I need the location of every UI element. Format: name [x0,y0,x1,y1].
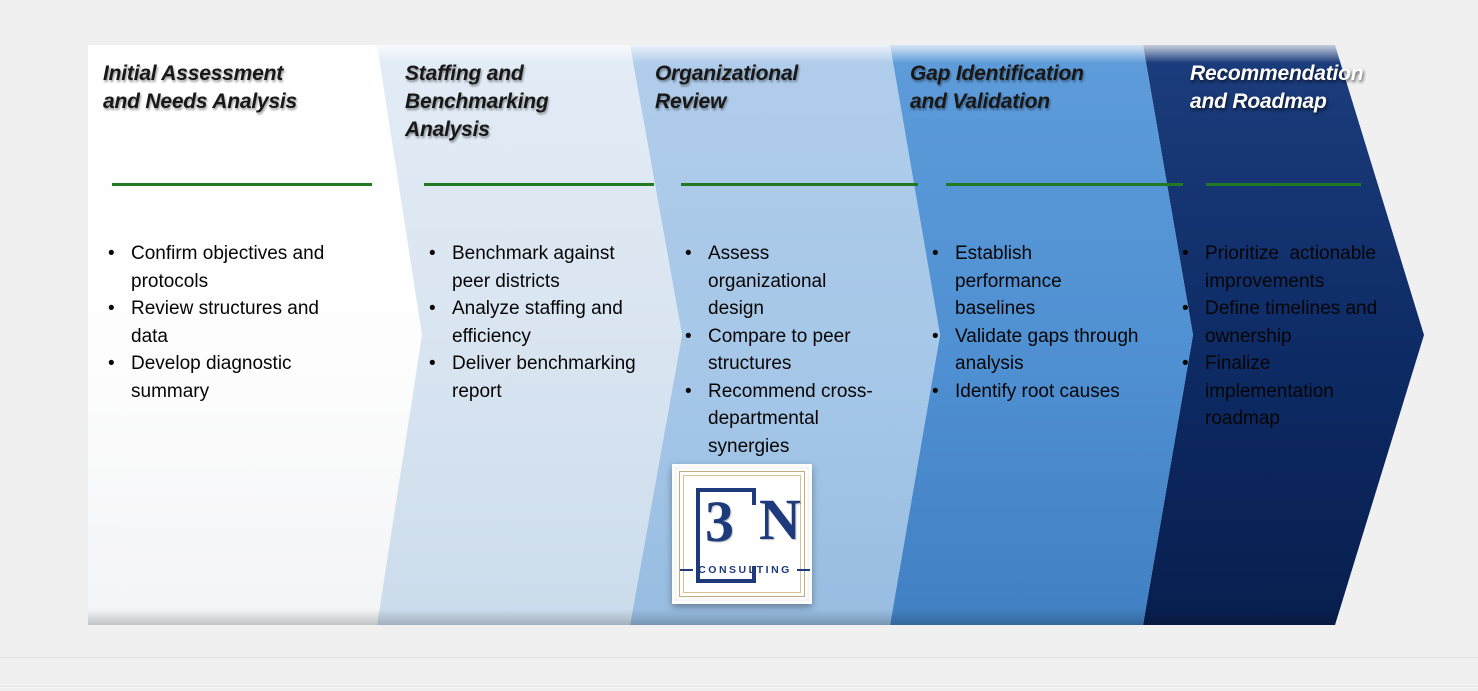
bullet-item: Prioritize actionable improvements [1180,240,1400,295]
dash-icon [796,569,810,571]
bullet-item: Confirm objectives and protocols [106,240,356,295]
bullet-item: Benchmark against peer districts [427,240,647,295]
stage-1-divider-rule [112,183,372,186]
stage-3-divider-rule [681,183,918,186]
bullet-item: Develop diagnostic summary [106,350,356,405]
logo-letter: N [759,487,801,552]
stage-5-bullet-list: Prioritize actionable improvements Defin… [1180,240,1400,433]
bullet-item: Define timelines and ownership [1180,295,1400,350]
stage-4-title: Gap Identification and Validation [910,62,1084,113]
logo-caption: CONSULTING [680,564,810,576]
logo-frame-outer [679,471,805,597]
stage-3-bullet-list: Assess organizational design Compare to … [683,240,878,460]
bullet-item: Deliver benchmarking report [427,350,647,405]
logo-frame-inner [683,475,801,593]
stage-2-bullet-list: Benchmark against peer districts Analyze… [427,240,647,405]
stage-5-divider-rule [1206,183,1361,186]
stage-1-bullet-list: Confirm objectives and protocols Review … [106,240,356,405]
bullet-item: Identify root causes [930,378,1143,406]
bullet-item: Establish performance baselines [930,240,1143,323]
stage-5-title: Recommendation and Roadmap [1190,62,1364,113]
logo-number: 3 [705,489,734,554]
stage-3-title: Organizational Review [655,62,799,113]
stage-4-divider-rule [946,183,1183,186]
background-groove-line [0,686,1478,687]
dash-icon [680,569,694,571]
bullet-item: Validate gaps through analysis [930,323,1143,378]
stage-2-divider-rule [424,183,654,186]
bullet-item: Recommend cross-departmental synergies [683,378,878,461]
logo-caption-text: CONSULTING [698,564,792,576]
bullet-item: Compare to peer structures [683,323,878,378]
bullet-item: Review structures and data [106,295,356,350]
logo-bracket-icon [696,488,756,583]
bullet-item: Analyze staffing and efficiency [427,295,647,350]
stage-2-title: Staffing and Benchmarking Analysis [405,62,549,141]
bullet-item: Finalize implementation roadmap [1180,350,1400,433]
stage-1-title: Initial Assessment and Needs Analysis [103,62,298,113]
bullet-item: Assess organizational design [683,240,878,323]
background-groove-line [0,657,1478,658]
stage-4-bullet-list: Establish performance baselines Validate… [930,240,1143,405]
company-logo: 3 N CONSULTING [672,464,812,604]
